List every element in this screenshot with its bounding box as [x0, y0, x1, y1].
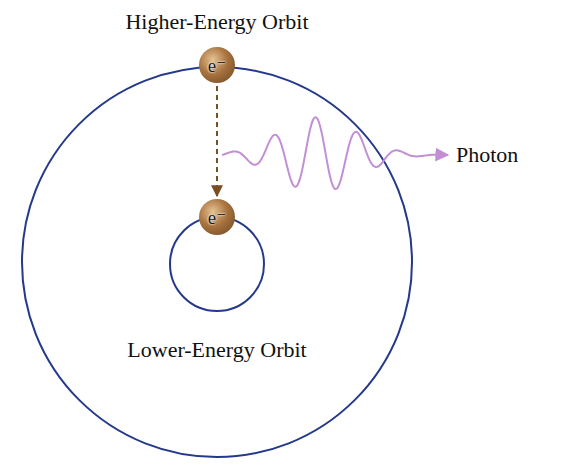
transition-arrow: [216, 86, 218, 196]
orbit-label: Higher-Energy Orbit: [125, 10, 308, 34]
photon-wave: [222, 117, 448, 189]
electron-symbol: e⁻: [208, 208, 226, 227]
outer-orbit: [22, 67, 412, 457]
orbit-label: Lower-Energy Orbit: [127, 338, 306, 362]
electron: e⁻: [199, 199, 235, 235]
photon-label: Photon: [456, 143, 518, 167]
electron: e⁻: [199, 47, 235, 83]
electron-symbol: e⁻: [208, 56, 226, 75]
